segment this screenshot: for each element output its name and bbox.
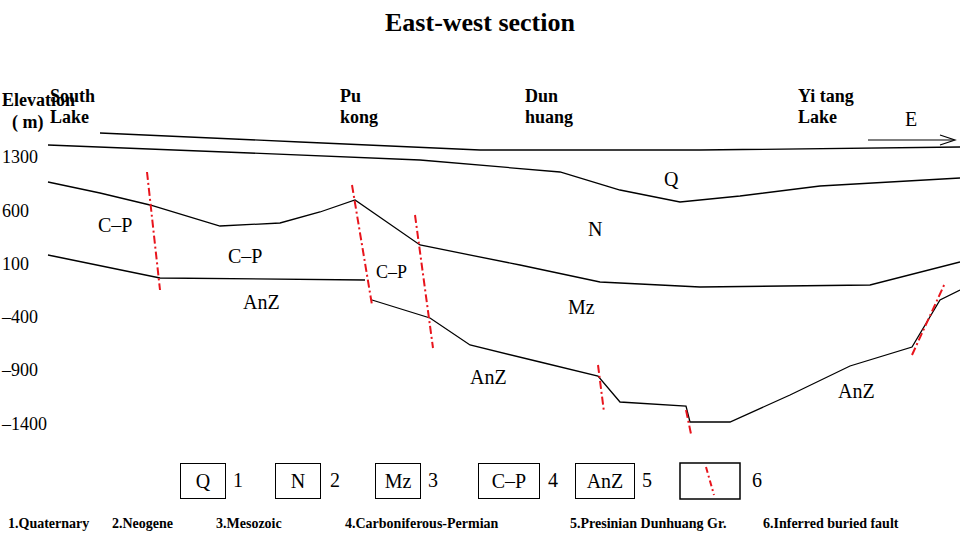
legend-symbol: N: [291, 470, 305, 493]
strata-label: AnZ: [470, 366, 507, 389]
strata-boundaries: [48, 133, 960, 422]
legend-box: Q: [180, 463, 226, 499]
legend-box: AnZ: [575, 463, 635, 499]
direction-label: E: [905, 108, 917, 131]
strata-label: C–P: [376, 262, 407, 283]
quaternary-base: [48, 145, 960, 202]
diagram-title: East-west section: [0, 8, 960, 38]
legend-text: 5.Presinian Dunhuang Gr.: [570, 516, 726, 532]
fault-line: [415, 215, 433, 348]
legend-symbol: AnZ: [587, 470, 624, 493]
legend-number: 3: [428, 469, 438, 492]
place-name: Yi tang Lake: [798, 86, 870, 127]
legend-box: C–P: [478, 463, 540, 499]
fault-sample: [706, 467, 714, 495]
unit-label: ( m): [12, 112, 43, 133]
faults: [147, 172, 945, 434]
legend-text: 4.Carboniferous-Permian: [345, 516, 498, 532]
legend-symbol: C–P: [492, 470, 526, 493]
legend-number: 1: [233, 469, 243, 492]
legend-number: 4: [548, 469, 558, 492]
legend-symbol: Mz: [385, 470, 412, 493]
place-name: Pu kong: [340, 86, 390, 127]
strata-label: AnZ: [838, 380, 875, 403]
place-name: Dun huang: [525, 86, 581, 127]
strata-label: Q: [664, 168, 678, 191]
legend-text: 2.Neogene: [112, 516, 173, 532]
tick-label: –400: [2, 307, 38, 328]
arrow-shaft: [868, 139, 954, 140]
place-name: South Lake: [50, 86, 102, 127]
legend-box: Mz: [375, 463, 421, 499]
strata-label: AnZ: [243, 291, 280, 314]
legend-text: 1.Quaternary: [8, 516, 89, 532]
strata-label: C–P: [98, 214, 132, 237]
basement-top: [372, 290, 960, 422]
legend-text: 6.Inferred buried fault: [763, 516, 898, 532]
basement-top: [48, 255, 365, 280]
fault-line: [598, 365, 604, 412]
strata-label: Mz: [568, 296, 595, 319]
legend-number: 5: [642, 469, 652, 492]
strata-label: N: [588, 218, 602, 241]
tick-label: –1400: [2, 414, 47, 435]
legend-box: N: [275, 463, 321, 499]
legend-text: 3.Mesozoic: [216, 516, 282, 532]
ground-surface: [100, 133, 960, 150]
legend-symbol: Q: [196, 470, 210, 493]
fault-line: [352, 185, 372, 305]
tick-label: –900: [2, 360, 38, 381]
fault-line: [147, 172, 160, 290]
legend-fault-sample: [680, 463, 740, 499]
neogene-base: [48, 182, 960, 287]
fault-line: [686, 410, 691, 434]
legend-number: 6: [752, 469, 762, 492]
tick-label: 600: [2, 201, 29, 222]
strata-label: C–P: [228, 245, 262, 268]
legend-box: [680, 463, 740, 499]
legend-number: 2: [330, 469, 340, 492]
direction-arrow: [868, 135, 955, 145]
tick-label: 100: [2, 254, 29, 275]
tick-label: 1300: [2, 147, 38, 168]
arrow-head: [940, 135, 955, 145]
fault-line: [912, 283, 945, 355]
